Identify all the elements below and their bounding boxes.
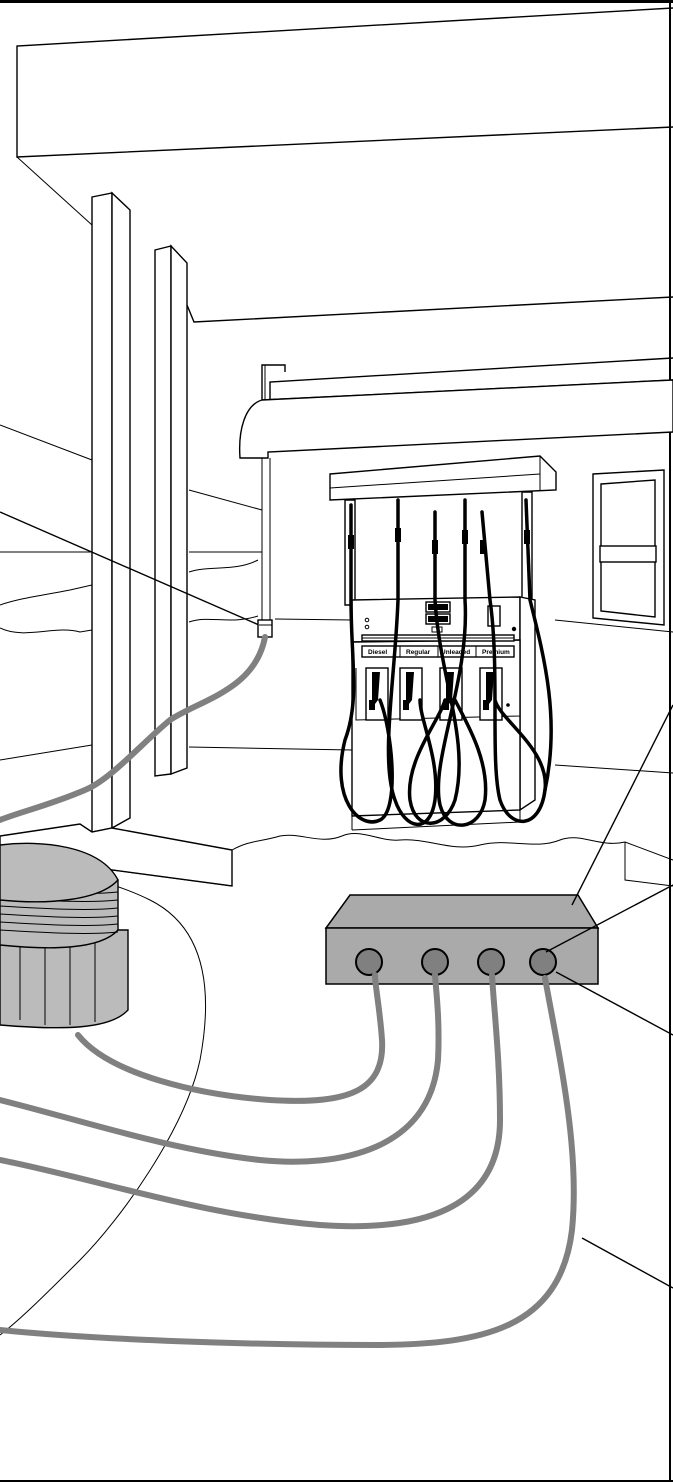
junction-box — [326, 895, 598, 984]
grade-label-diesel: Diesel — [368, 649, 387, 656]
canopy-column-front — [92, 193, 130, 832]
port-1 — [356, 949, 382, 975]
fuel-dispenser: Diesel Regular Unleaded Premium — [330, 456, 556, 830]
conduits — [0, 975, 574, 1345]
grade-label-regular: Regular — [406, 649, 431, 656]
leader-lines — [546, 705, 673, 1288]
building-door — [593, 470, 664, 625]
canopy-column-back — [155, 246, 187, 776]
grade-label-unleaded: Unleaded — [441, 649, 470, 656]
port-3 — [478, 949, 504, 975]
conduit-wall-feed — [0, 637, 265, 820]
port-2 — [422, 949, 448, 975]
nozzle-holder-2 — [400, 668, 422, 720]
wall-junction-box — [0, 512, 272, 637]
port-4 — [530, 949, 556, 975]
tank-fill-cap — [0, 843, 206, 1335]
nozzle-holder-4 — [480, 668, 502, 720]
